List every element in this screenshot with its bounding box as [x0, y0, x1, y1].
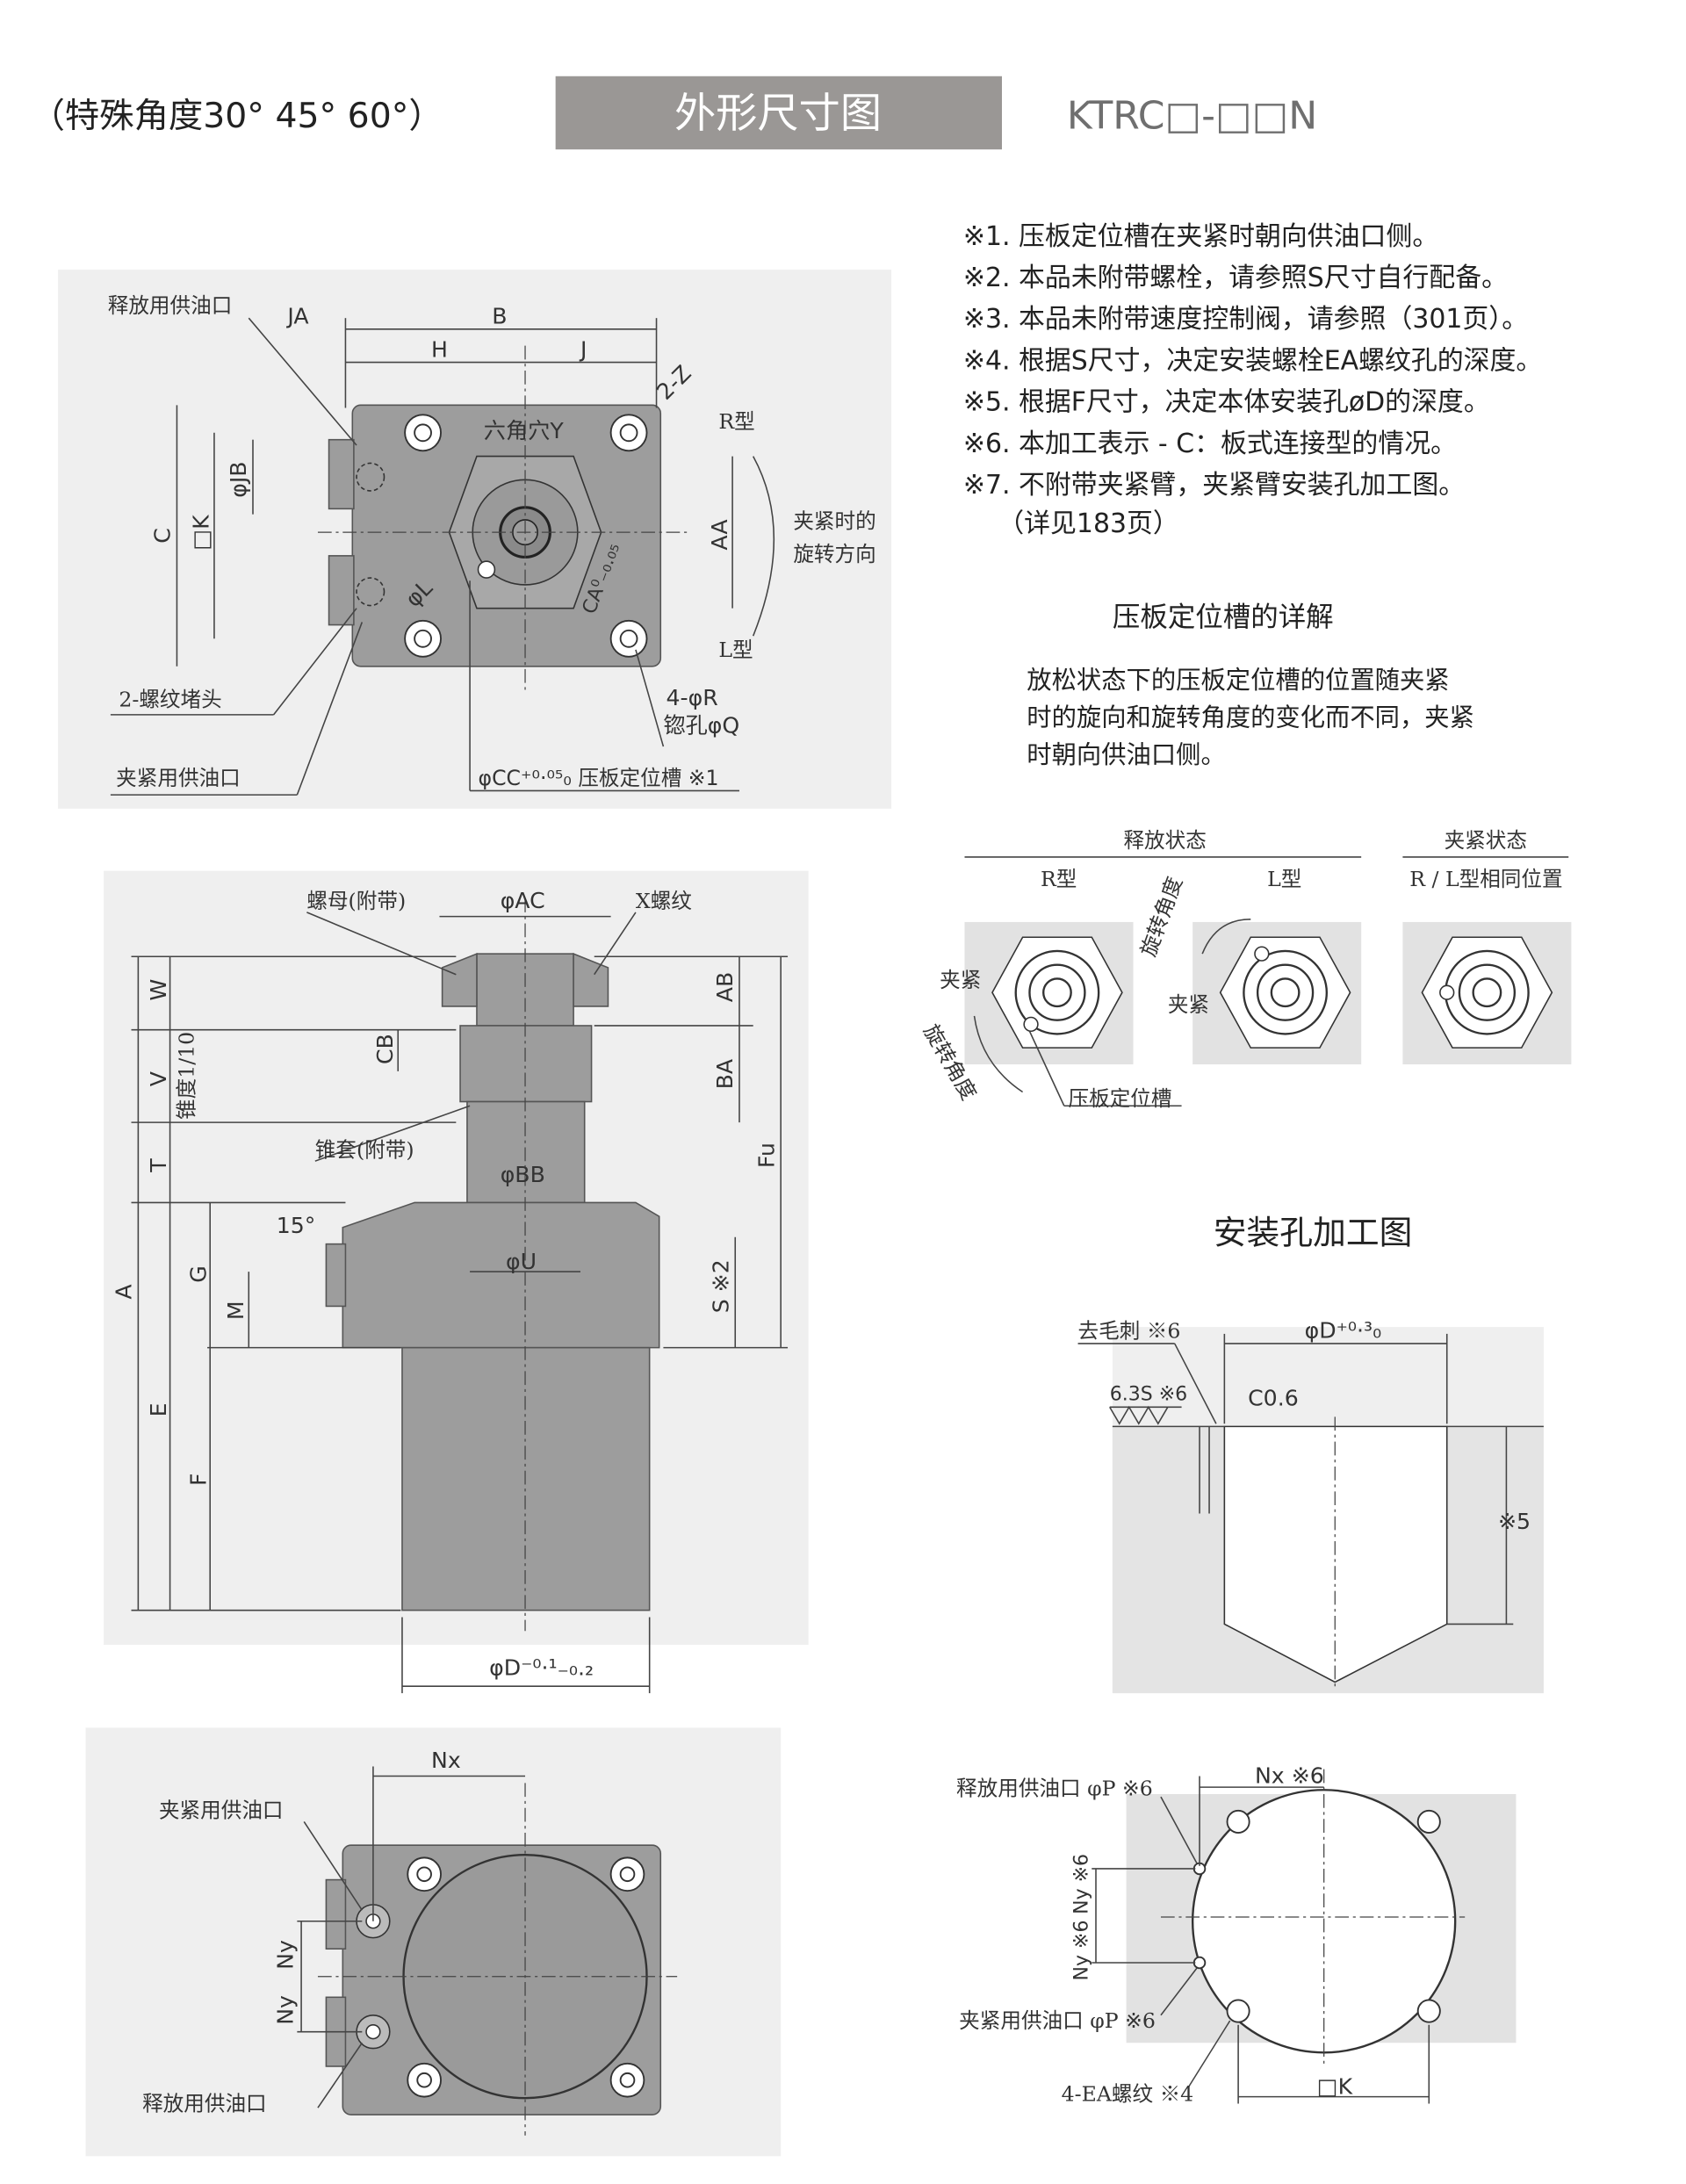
- dim-G: G: [185, 1265, 211, 1283]
- dim-C: C: [150, 528, 176, 544]
- label-release-port-mount: 释放用供油口 φP ※6: [956, 1777, 1153, 1801]
- label-roughness: 6.3S ※6: [1110, 1383, 1187, 1405]
- label-r-type-detail: R型: [1041, 867, 1077, 891]
- label-taper: 锥度1/10: [174, 1032, 198, 1120]
- label-ea-thread: 4-EA螺纹 ※4: [1062, 2081, 1194, 2106]
- note-1: ※1. 压板定位槽在夹紧时朝向供油口侧。: [963, 221, 1438, 252]
- dim-AB: AB: [712, 972, 738, 1003]
- dim-F: F: [185, 1474, 211, 1486]
- label-release-state: 释放状态: [1123, 828, 1206, 853]
- dim-Ny-mount-1: Ny ※6: [1071, 1854, 1093, 1914]
- label-clamp-state: 夹紧状态: [1445, 828, 1527, 853]
- dim-R: 4-φR: [666, 685, 718, 710]
- label-deburr: 去毛刺 ※6: [1078, 1319, 1181, 1344]
- bottom-view-drawing: [85, 1727, 782, 2157]
- angle-note: （特殊角度30° 45° 60°）: [31, 96, 443, 136]
- dim-U: φU: [506, 1249, 537, 1274]
- label-x-thread: X螺纹: [636, 889, 692, 913]
- top-view-drawing: [58, 270, 892, 809]
- model-code: KTRC□-□□N: [1067, 94, 1317, 139]
- dim-AC: φAC: [501, 888, 545, 913]
- note-7: ※7. 不附带夹紧臂，夹紧臂安装孔加工图。: [963, 470, 1465, 501]
- dim-Nx-bottom: Nx: [431, 1748, 461, 1773]
- side-view-drawing: [104, 870, 809, 1694]
- dim-K: □K: [189, 514, 214, 551]
- dim-B: B: [492, 303, 507, 328]
- dim-K-mount: □K: [1317, 2073, 1354, 2099]
- label-r-type: R型: [718, 409, 754, 434]
- page-title: 外形尺寸图: [674, 90, 882, 138]
- dim-Nx-mount: Nx ※6: [1255, 1762, 1324, 1788]
- dim-E: E: [146, 1402, 171, 1416]
- label-clamp-port-mount: 夹紧用供油口 φP ※6: [959, 2008, 1156, 2033]
- groove-detail-line-1: 放松状态下的压板定位槽的位置随夹紧: [1027, 666, 1449, 695]
- note-6: ※6. 本加工表示 - C：板式连接型的情况。: [963, 429, 1457, 459]
- dim-M: M: [223, 1301, 249, 1320]
- install-hole-drawing: [1077, 1327, 1544, 1694]
- note-2: ※2. 本品未附带螺栓，请参照S尺寸自行配备。: [963, 263, 1508, 293]
- groove-detail-title: 压板定位槽的详解: [1113, 602, 1334, 633]
- dim-D-install: φD⁺⁰·³₀: [1305, 1318, 1382, 1344]
- mount-view-drawing: [1092, 1769, 1517, 2104]
- dim-JB: φJB: [226, 461, 251, 497]
- label-clamp-port-top: 夹紧用供油口: [116, 766, 241, 790]
- dim-CB: CB: [372, 1034, 398, 1064]
- label-groove: 压板定位槽: [1069, 1086, 1172, 1111]
- label-l-type: L型: [718, 638, 753, 662]
- note-5: ※5. 根据F尺寸，决定本体安装孔øD的深度。: [963, 387, 1490, 418]
- dim-BB: φBB: [501, 1162, 545, 1187]
- dim-15deg: 15°: [277, 1213, 316, 1238]
- label-sleeve: 锥套(附带): [315, 1137, 414, 1162]
- dim-J: J: [579, 336, 587, 362]
- label-release-port-bottom: 释放用供油口: [142, 2091, 267, 2116]
- label-rotation-1: 夹紧时的: [793, 508, 875, 533]
- label-nut: 螺母(附带): [306, 889, 406, 913]
- label-clamp-port-bottom: 夹紧用供油口: [159, 1798, 284, 1823]
- groove-detail-line-3: 时朝向供油口侧。: [1027, 740, 1226, 769]
- label-hex-socket: 六角穴Y: [484, 418, 565, 443]
- notes-list: ※1. 压板定位槽在夹紧时朝向供油口侧。 ※2. 本品未附带螺栓，请参照S尺寸自…: [963, 221, 1542, 539]
- dim-Fu: Fu: [753, 1142, 779, 1168]
- groove-detail-drawing: [964, 856, 1572, 1107]
- label-release-port-top: 释放用供油口: [108, 293, 233, 318]
- note-4: ※4. 根据S尺寸，决定安装螺栓EA螺纹孔的深度。: [963, 345, 1542, 376]
- install-title: 安装孔加工图: [1214, 1214, 1413, 1252]
- dim-Ny-2: Ny: [273, 1995, 299, 2025]
- label-clamp-l: 夹紧: [1168, 992, 1209, 1017]
- label-note5: ※5: [1498, 1509, 1531, 1534]
- dim-A: A: [112, 1284, 137, 1300]
- dim-AA: AA: [707, 519, 732, 551]
- label-chamfer: C0.6: [1248, 1386, 1299, 1411]
- dim-D-side: φD⁻⁰·¹₋₀.₂: [489, 1655, 594, 1681]
- groove-detail-line-2: 时的旋向和旋转角度的变化而不同，夹紧: [1027, 703, 1474, 732]
- dim-BA: BA: [712, 1058, 738, 1089]
- dim-T: T: [146, 1158, 171, 1173]
- dim-Ny-1: Ny: [273, 1940, 299, 1970]
- label-plugs: 2-螺纹堵头: [119, 687, 221, 711]
- label-rotation-2: 旋转方向: [793, 542, 875, 566]
- note-7-ref: （详见183页）: [998, 508, 1179, 539]
- label-clamp-r: 夹紧: [940, 968, 981, 992]
- title-banner: [555, 76, 1002, 150]
- dim-Q: 锪孔φQ: [663, 712, 739, 738]
- label-rl-same: R / L型相同位置: [1409, 867, 1562, 891]
- dim-JA: JA: [285, 303, 309, 328]
- dim-V: V: [146, 1070, 171, 1086]
- dim-H: H: [431, 336, 448, 362]
- label-l-type-detail: L型: [1267, 867, 1301, 891]
- note-3: ※3. 本品未附带速度控制阀，请参照（301页）。: [963, 304, 1528, 335]
- dim-Ny-mount-2: Ny ※6: [1071, 1920, 1093, 1980]
- dim-W: W: [146, 979, 171, 1001]
- dim-CC: φCC⁺⁰·⁰⁵₀ 压板定位槽 ※1: [479, 766, 719, 790]
- label-rotation-angle-l: 旋转角度: [1135, 874, 1187, 960]
- dim-S: S ※2: [708, 1259, 733, 1313]
